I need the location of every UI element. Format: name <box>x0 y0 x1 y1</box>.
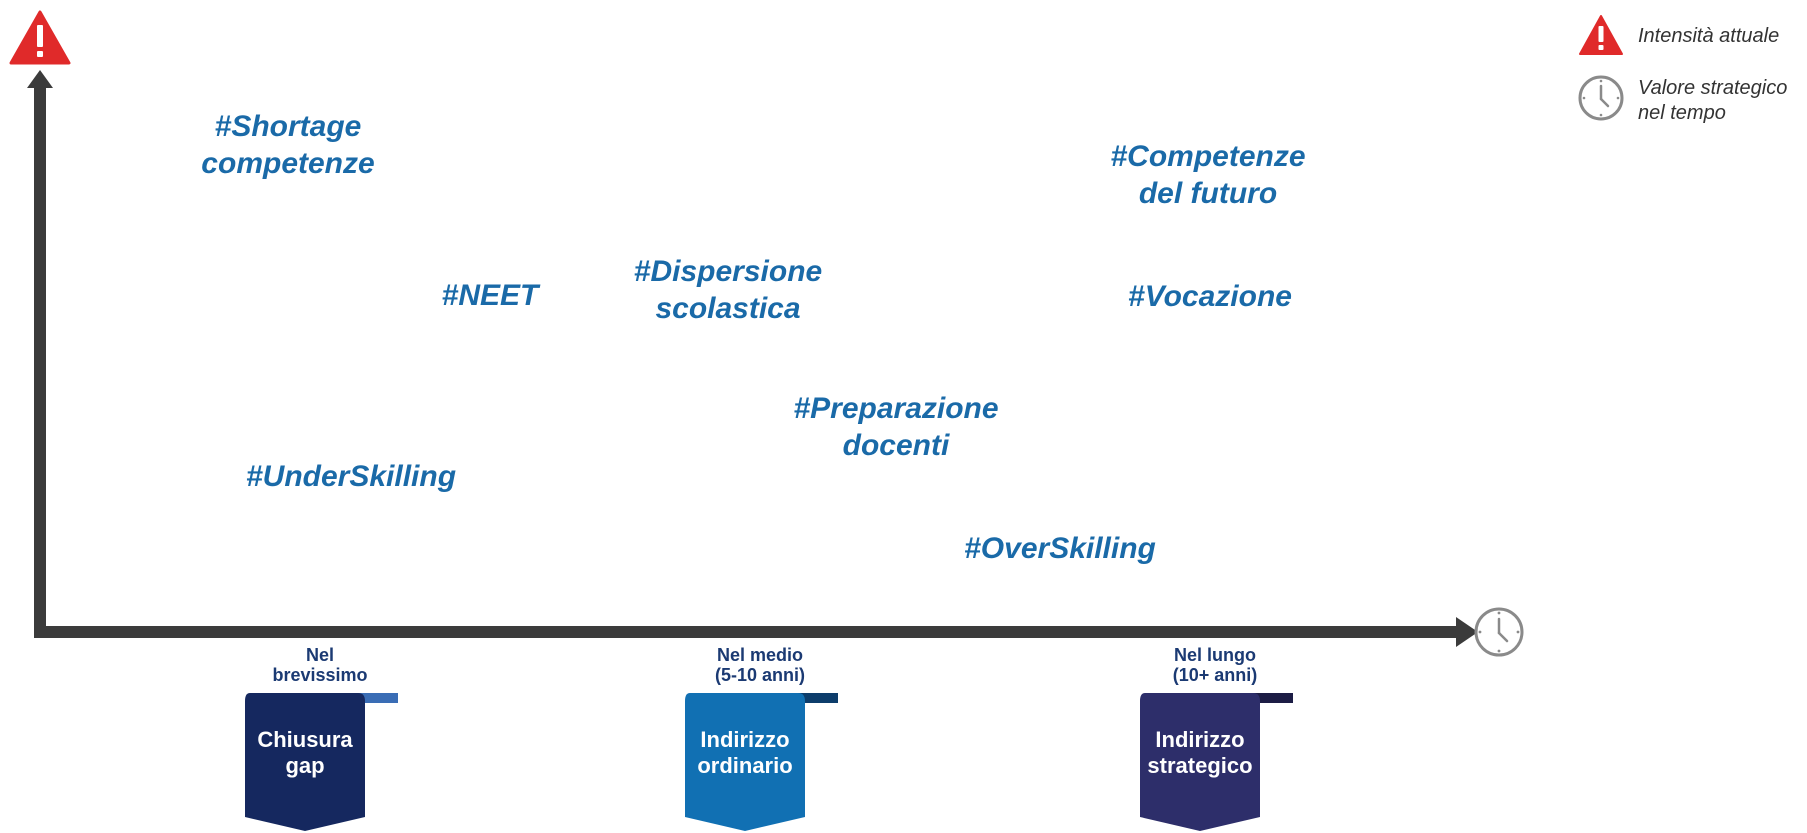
tag-underskilling: #UnderSkilling <box>245 460 457 493</box>
phase-header: Nel lungo(10+ anni) <box>1172 645 1258 685</box>
clock-icon <box>1576 74 1626 122</box>
phase-header: Nel medio(5-10 anni) <box>714 645 806 685</box>
legend-label: Intensità attuale <box>1638 25 1780 47</box>
legend-label: Valore strategico nel tempo <box>1638 77 1788 124</box>
y-axis-arrow <box>27 70 53 634</box>
tag-overskilling: #OverSkilling <box>964 532 1156 565</box>
legend-item-intensita: Intensità attuale <box>1576 14 1779 56</box>
clock-icon <box>1474 607 1524 657</box>
legend-item-valore: Valore strategico nel tempo <box>1576 74 1787 126</box>
warning-triangle-icon <box>9 10 71 65</box>
tag-neet: #NEET <box>441 279 539 312</box>
warning-triangle-icon <box>1576 14 1626 56</box>
x-axis-arrow <box>34 617 1478 647</box>
tag-vocazione: #Vocazione <box>1128 280 1292 313</box>
